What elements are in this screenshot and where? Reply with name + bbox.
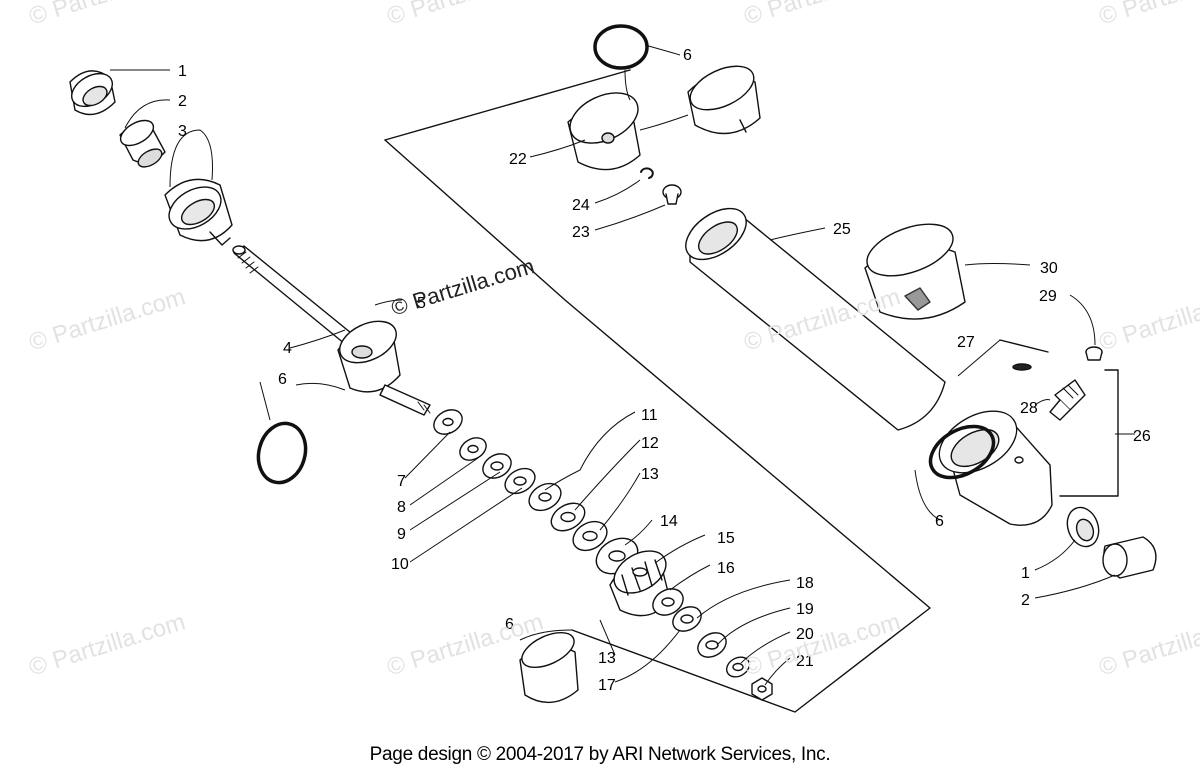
exploded-view-frame-2	[384, 139, 931, 713]
exploded-view-frame	[384, 69, 631, 141]
fitting-part-26	[1049, 379, 1086, 421]
callout-7: 7	[397, 473, 406, 490]
o-ring-part-28	[1012, 363, 1032, 371]
callout-16: 16	[717, 560, 735, 577]
callout-1: 1	[1021, 565, 1030, 582]
o-ring-part-6-left	[256, 421, 308, 485]
shock-body-housing	[938, 410, 1053, 526]
callout-9: 9	[397, 526, 406, 543]
callout-10: 10	[391, 556, 409, 573]
o-ring-part-6-right	[928, 424, 996, 480]
o-ring-part-6-top	[593, 24, 649, 70]
callout-4: 4	[283, 340, 292, 357]
callout-19: 19	[796, 601, 814, 618]
eye-housing-part-3	[164, 178, 233, 246]
callout-6: 6	[683, 47, 692, 64]
callout-25: 25	[833, 221, 851, 238]
callout-27: 27	[957, 334, 975, 351]
callout-5: 5	[417, 295, 426, 312]
callout-13: 13	[641, 466, 659, 483]
callout-6: 6	[278, 371, 287, 388]
valve-part-23	[662, 184, 682, 205]
washer-stack	[433, 409, 639, 575]
callout-20: 20	[796, 626, 814, 643]
callout-21: 21	[796, 653, 814, 670]
bushing-part-1	[69, 70, 116, 116]
reservoir-tube-part-25	[685, 207, 946, 431]
sleeve-part-30	[864, 223, 966, 320]
reservoir-cap-part-22	[567, 92, 641, 171]
bracket-part-26	[1059, 369, 1119, 497]
callout-labels: 1234566667891011121314151613171819202122…	[178, 47, 1151, 694]
screw-part-29	[1085, 346, 1103, 361]
callout-22: 22	[509, 151, 527, 168]
callout-23: 23	[572, 224, 590, 241]
callout-6: 6	[935, 513, 944, 530]
sleeve-part-2-right	[1102, 536, 1157, 579]
callout-6: 6	[505, 616, 514, 633]
callout-2: 2	[1021, 592, 1030, 609]
callout-12: 12	[641, 435, 659, 452]
seal-head-part-5	[337, 320, 431, 416]
callout-15: 15	[717, 530, 735, 547]
callout-13: 13	[598, 650, 616, 667]
bushing-part-1-right	[1066, 506, 1100, 548]
callout-2: 2	[178, 93, 187, 110]
callout-1: 1	[178, 63, 187, 80]
callout-11: 11	[641, 407, 658, 424]
callout-14: 14	[660, 513, 678, 530]
callout-17: 17	[598, 677, 616, 694]
callout-3: 3	[178, 123, 187, 140]
wear-band-part-6-top	[687, 65, 761, 135]
copyright-footer: Page design © 2004-2017 by ARI Network S…	[369, 744, 831, 765]
lower-washer-stack	[652, 588, 773, 701]
callout-30: 30	[1040, 260, 1058, 277]
bracket-part-27	[999, 339, 1049, 353]
callout-18: 18	[796, 575, 814, 592]
piston-part-15	[609, 550, 671, 617]
callout-29: 29	[1039, 288, 1057, 305]
sleeve-part-2	[119, 119, 166, 168]
callout-8: 8	[397, 499, 406, 516]
callout-26: 26	[1133, 428, 1151, 445]
snap-ring-part-24	[640, 167, 654, 179]
wear-band-part-6-lower	[519, 631, 579, 703]
callout-28: 28	[1020, 400, 1038, 417]
leader-lines	[110, 44, 1135, 686]
callout-24: 24	[572, 197, 590, 214]
